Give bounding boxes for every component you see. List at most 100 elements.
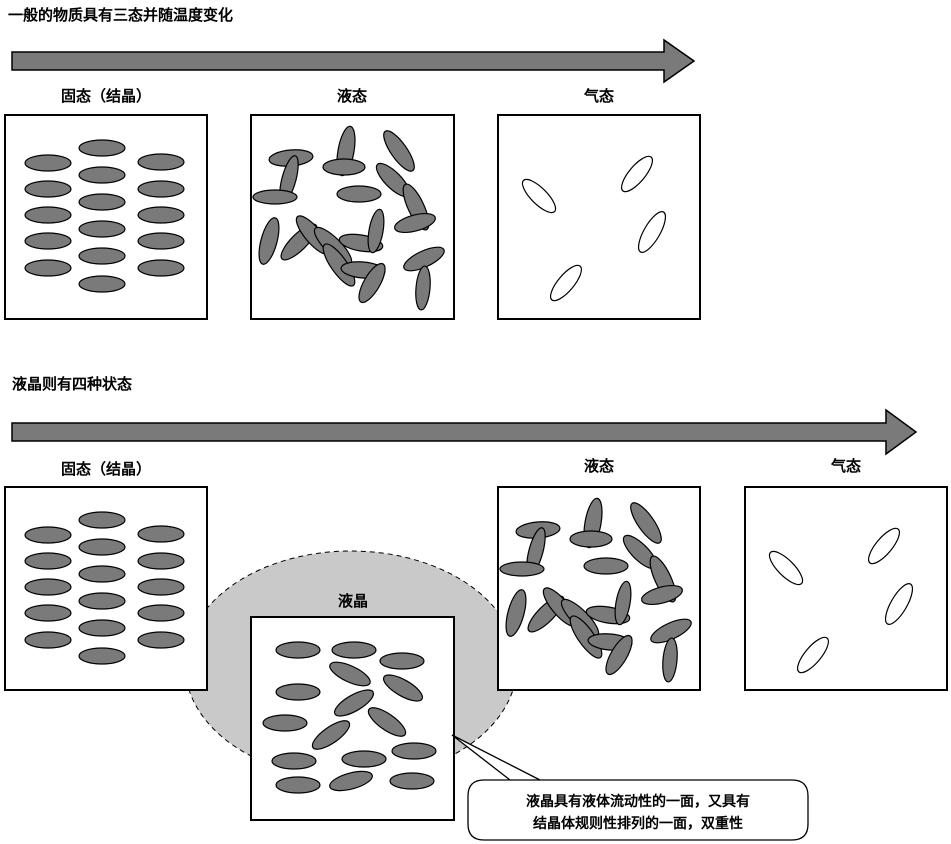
liquid-crystal-molecule xyxy=(275,683,321,701)
liquid-crystal-molecule xyxy=(262,714,308,732)
liquid-crystal-molecule xyxy=(333,689,375,717)
liquid-molecule xyxy=(605,634,633,676)
liquid-crystal-molecules xyxy=(262,641,437,794)
liquid-molecule xyxy=(258,217,280,265)
liquid-crystal-molecule xyxy=(341,750,387,768)
gas-label-2: 气态 xyxy=(830,457,861,475)
liquid-molecule xyxy=(499,561,545,577)
liquid-crystal-label: 液晶 xyxy=(338,592,368,610)
liquid-label-2: 液态 xyxy=(584,457,614,475)
liquid-label-1: 液态 xyxy=(337,87,367,105)
liquid-molecule xyxy=(322,158,366,176)
crystal-molecule xyxy=(24,552,72,570)
section1-heading: 一般的物质具有三态并随温度变化 xyxy=(8,6,233,24)
crystal-molecule xyxy=(137,259,185,277)
crystal-molecule xyxy=(137,232,185,250)
liquid-molecule xyxy=(569,615,603,659)
crystal-molecule xyxy=(78,193,126,211)
solid-label-1: 固态（结晶） xyxy=(61,87,151,105)
liquid-crystal-molecule xyxy=(389,772,435,790)
solid-label-2: 固态（结晶） xyxy=(61,460,151,478)
liquid-crystal-molecule xyxy=(379,652,425,670)
crystal-molecule xyxy=(78,275,126,293)
liquid-crystal-molecule xyxy=(275,776,321,794)
gas-label-1: 气态 xyxy=(583,87,614,105)
crystal-molecule xyxy=(78,247,126,265)
crystal-molecule xyxy=(78,139,126,157)
liquid-molecules-1 xyxy=(252,125,445,311)
crystal-molecule xyxy=(24,259,72,277)
section2-heading: 液晶则有四种状态 xyxy=(12,375,132,393)
liquid-molecule xyxy=(415,265,431,311)
crystal-molecule xyxy=(24,631,72,649)
crystal-molecule xyxy=(78,220,126,238)
solid-molecules-1 xyxy=(24,139,185,293)
crystal-molecule xyxy=(78,565,126,583)
gas-molecules-1 xyxy=(521,155,667,302)
liquid-molecule xyxy=(394,212,436,234)
gas-molecule xyxy=(768,550,804,586)
crystal-molecule xyxy=(137,525,185,543)
liquid-molecule xyxy=(252,189,298,205)
liquid-molecule xyxy=(336,185,382,203)
crystal-molecule xyxy=(24,154,72,172)
crystal-molecule xyxy=(78,619,126,637)
liquid-molecule xyxy=(650,618,692,644)
crystal-molecule xyxy=(78,592,126,610)
gas-molecule xyxy=(796,636,830,674)
temperature-arrow-2 xyxy=(11,408,918,456)
crystal-molecule xyxy=(137,206,185,224)
gas-state-box-2 xyxy=(744,486,948,691)
liquid-molecule xyxy=(383,130,415,172)
liquid-molecule xyxy=(662,637,678,683)
liquid-crystal-molecule xyxy=(329,770,373,792)
liquid-crystal-molecule xyxy=(271,752,317,770)
temperature-arrow-1 xyxy=(11,38,696,84)
crystal-molecule xyxy=(137,631,185,649)
liquid-crystal-molecule xyxy=(331,641,377,659)
liquid-crystal-molecule xyxy=(329,661,371,687)
liquid-molecules-2 xyxy=(499,497,692,683)
liquid-molecule xyxy=(358,262,386,304)
crystal-molecule xyxy=(137,552,185,570)
crystal-molecule xyxy=(24,180,72,198)
solid-molecules-2 xyxy=(24,511,185,665)
liquid-crystal-molecule xyxy=(367,707,407,737)
crystal-molecule xyxy=(137,604,185,622)
liquid-molecule xyxy=(614,580,632,626)
crystal-molecule xyxy=(24,206,72,224)
liquid-molecule xyxy=(641,584,683,606)
liquid-molecule xyxy=(505,589,527,637)
gas-molecule xyxy=(521,178,557,214)
callout-line2: 结晶体规则性排列的一面，双重性 xyxy=(533,815,743,832)
crystal-molecule xyxy=(78,647,126,665)
liquid-molecule xyxy=(569,530,613,548)
liquid-molecule xyxy=(630,502,662,544)
liquid-molecule xyxy=(367,208,385,254)
gas-state-box-1 xyxy=(497,114,701,320)
crystal-molecule xyxy=(78,538,126,556)
gas-molecules-2 xyxy=(768,527,914,674)
gas-molecule xyxy=(620,155,654,193)
liquid-crystal-molecule xyxy=(382,674,424,702)
liquid-molecule xyxy=(583,557,629,575)
liquid-molecule xyxy=(322,243,356,287)
liquid-crystal-molecule xyxy=(311,720,351,750)
gas-molecule xyxy=(549,264,583,302)
liquid-molecule xyxy=(403,246,445,272)
callout-line1: 液晶具有液体流动性的一面，又具有 xyxy=(526,793,750,810)
crystal-molecule xyxy=(137,153,185,171)
gas-molecule xyxy=(637,211,667,253)
callout-bubble: 液晶具有液体流动性的一面，又具有 结晶体规则性排列的一面，双重性 xyxy=(451,734,809,841)
liquid-crystal-molecule xyxy=(275,641,321,659)
crystal-molecule xyxy=(24,578,72,596)
crystal-molecule xyxy=(78,166,126,184)
gas-molecule xyxy=(884,583,914,625)
crystal-molecule xyxy=(78,511,126,529)
liquid-crystal-molecule xyxy=(391,742,437,760)
crystal-molecule xyxy=(24,604,72,622)
crystal-molecule xyxy=(137,180,185,198)
gas-molecule xyxy=(867,527,901,565)
crystal-molecule xyxy=(24,526,72,544)
